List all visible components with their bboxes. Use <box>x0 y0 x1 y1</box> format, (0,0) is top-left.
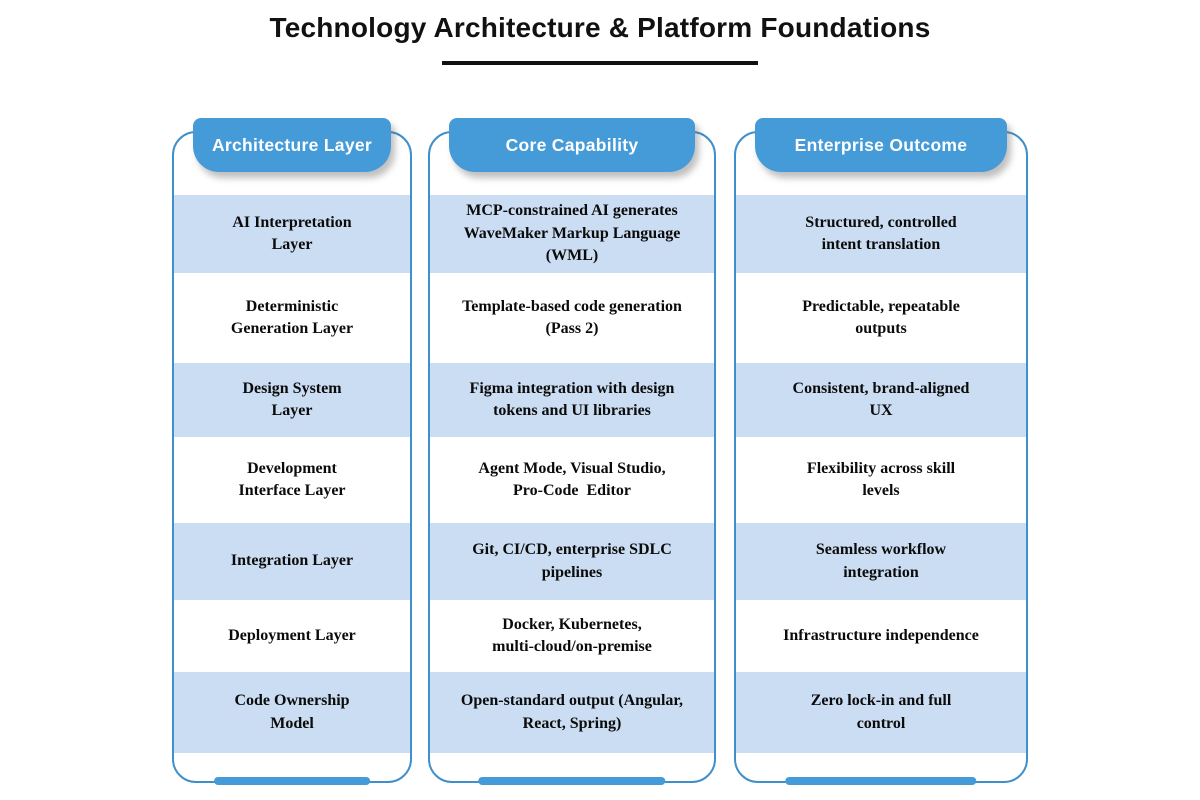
row-cell: Development Interface Layer <box>238 459 346 499</box>
row-cell: Predictable, repeatable outputs <box>802 297 960 337</box>
row-cell: MCP-constrained AI generates WaveMaker M… <box>430 195 714 273</box>
card-footer-bar <box>785 777 977 785</box>
row-cell: Seamless workflow integration <box>736 523 1026 600</box>
row-cell: Code Ownership Model <box>174 672 410 753</box>
column-card-enterprise-outcome: Enterprise Outcome Structured, controlle… <box>734 118 1028 785</box>
row-cell: Git, CI/CD, enterprise SDLC pipelines <box>430 523 714 600</box>
row-cell: Open-standard output (Angular, React, Sp… <box>430 672 714 753</box>
row-cell: Agent Mode, Visual Studio, Pro-Code Edit… <box>478 459 666 499</box>
column-card-architecture-layer: Architecture Layer AI Interpretation Lay… <box>172 118 412 785</box>
row-cell: Figma integration with design tokens and… <box>430 363 714 437</box>
row-cell: Structured, controlled intent translatio… <box>736 195 1026 273</box>
column-header-architecture-layer: Architecture Layer <box>193 118 391 172</box>
row-cell: AI Interpretation Layer <box>174 195 410 273</box>
card-footer-bar <box>478 777 666 785</box>
row-cell: Deployment Layer <box>228 626 356 644</box>
row-cell: Consistent, brand-aligned UX <box>736 363 1026 437</box>
column-header-core-capability: Core Capability <box>449 118 695 172</box>
row-cell: Zero lock-in and full control <box>736 672 1026 753</box>
card-footer-bar <box>214 777 370 785</box>
title-underline <box>442 61 758 65</box>
row-cell: Deterministic Generation Layer <box>230 297 354 337</box>
column-card-core-capability: Core Capability MCP-constrained AI gener… <box>428 118 716 785</box>
column-rows: Structured, controlled intent translatio… <box>736 195 1026 753</box>
row-cell: Design System Layer <box>174 363 410 437</box>
row-cell: Docker, Kubernetes, multi-cloud/on-premi… <box>492 615 652 655</box>
row-cell: Infrastructure independence <box>783 626 979 644</box>
page-title: Technology Architecture & Platform Found… <box>269 12 931 43</box>
row-cell: Integration Layer <box>174 523 410 600</box>
column-rows: MCP-constrained AI generates WaveMaker M… <box>430 195 714 753</box>
column-rows: AI Interpretation Layer Deterministic Ge… <box>174 195 410 753</box>
row-cell: Flexibility across skill levels <box>806 459 956 499</box>
column-header-enterprise-outcome: Enterprise Outcome <box>755 118 1007 172</box>
row-cell: Template-based code generation (Pass 2) <box>462 297 682 337</box>
